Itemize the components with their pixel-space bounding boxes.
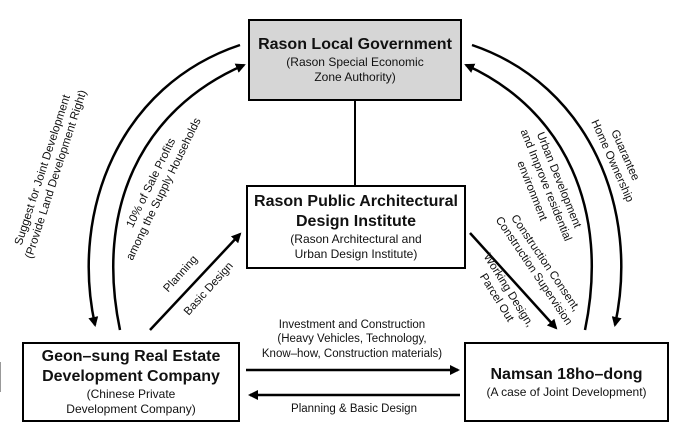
- node-title: Rason Public Architectural: [254, 193, 458, 210]
- arrow-nam-to-gov: [464, 63, 593, 331]
- label-line: Know–how, Construction materials): [261, 347, 443, 360]
- node-title: Geon–sung Real Estate: [41, 348, 221, 365]
- label-line: Planning & Basic Design: [291, 403, 417, 415]
- left-edge-mark: [0, 362, 9, 392]
- node-subtitle: (Rason Architectural and: [290, 232, 422, 246]
- label-line: Investment and Construction: [278, 319, 426, 331]
- node-subtitle: (Chinese Private: [86, 387, 176, 401]
- node-namsan: Namsan 18ho–dong (A case of Joint Develo…: [464, 342, 669, 422]
- node-subtitle: Zone Authority): [314, 70, 396, 84]
- label-investment: Investment and Construction (Heavy Vehic…: [246, 318, 458, 361]
- node-subtitle: Development Company): [66, 402, 196, 416]
- label-planning-basic-design: Planning & Basic Design: [250, 402, 458, 416]
- arrow-geon-to-gov: [112, 63, 246, 331]
- arrow-gov-to-nam: [471, 43, 623, 327]
- node-geon-sung: Geon–sung Real Estate Development Compan…: [22, 342, 240, 422]
- arrow-gov-to-geon: [87, 43, 241, 327]
- label-line: (Heavy Vehicles, Technology,: [277, 333, 427, 346]
- arrow-geon-to-inst: [149, 232, 242, 331]
- arrow-inst-to-nam: [469, 232, 558, 330]
- node-design-institute: Rason Public Architectural Design Instit…: [246, 185, 466, 269]
- node-title: Design Institute: [295, 213, 416, 230]
- node-subtitle: (A case of Joint Development): [486, 384, 647, 399]
- node-rason-local-government: Rason Local Government (Rason Special Ec…: [248, 19, 462, 101]
- node-subtitle: Urban Design Institute): [294, 247, 418, 261]
- node-title: Development Company: [42, 368, 220, 385]
- node-title: Namsan 18ho–dong: [490, 365, 643, 383]
- node-title: Rason Local Government: [258, 36, 452, 53]
- node-subtitle: (Rason Special Economic: [286, 55, 424, 69]
